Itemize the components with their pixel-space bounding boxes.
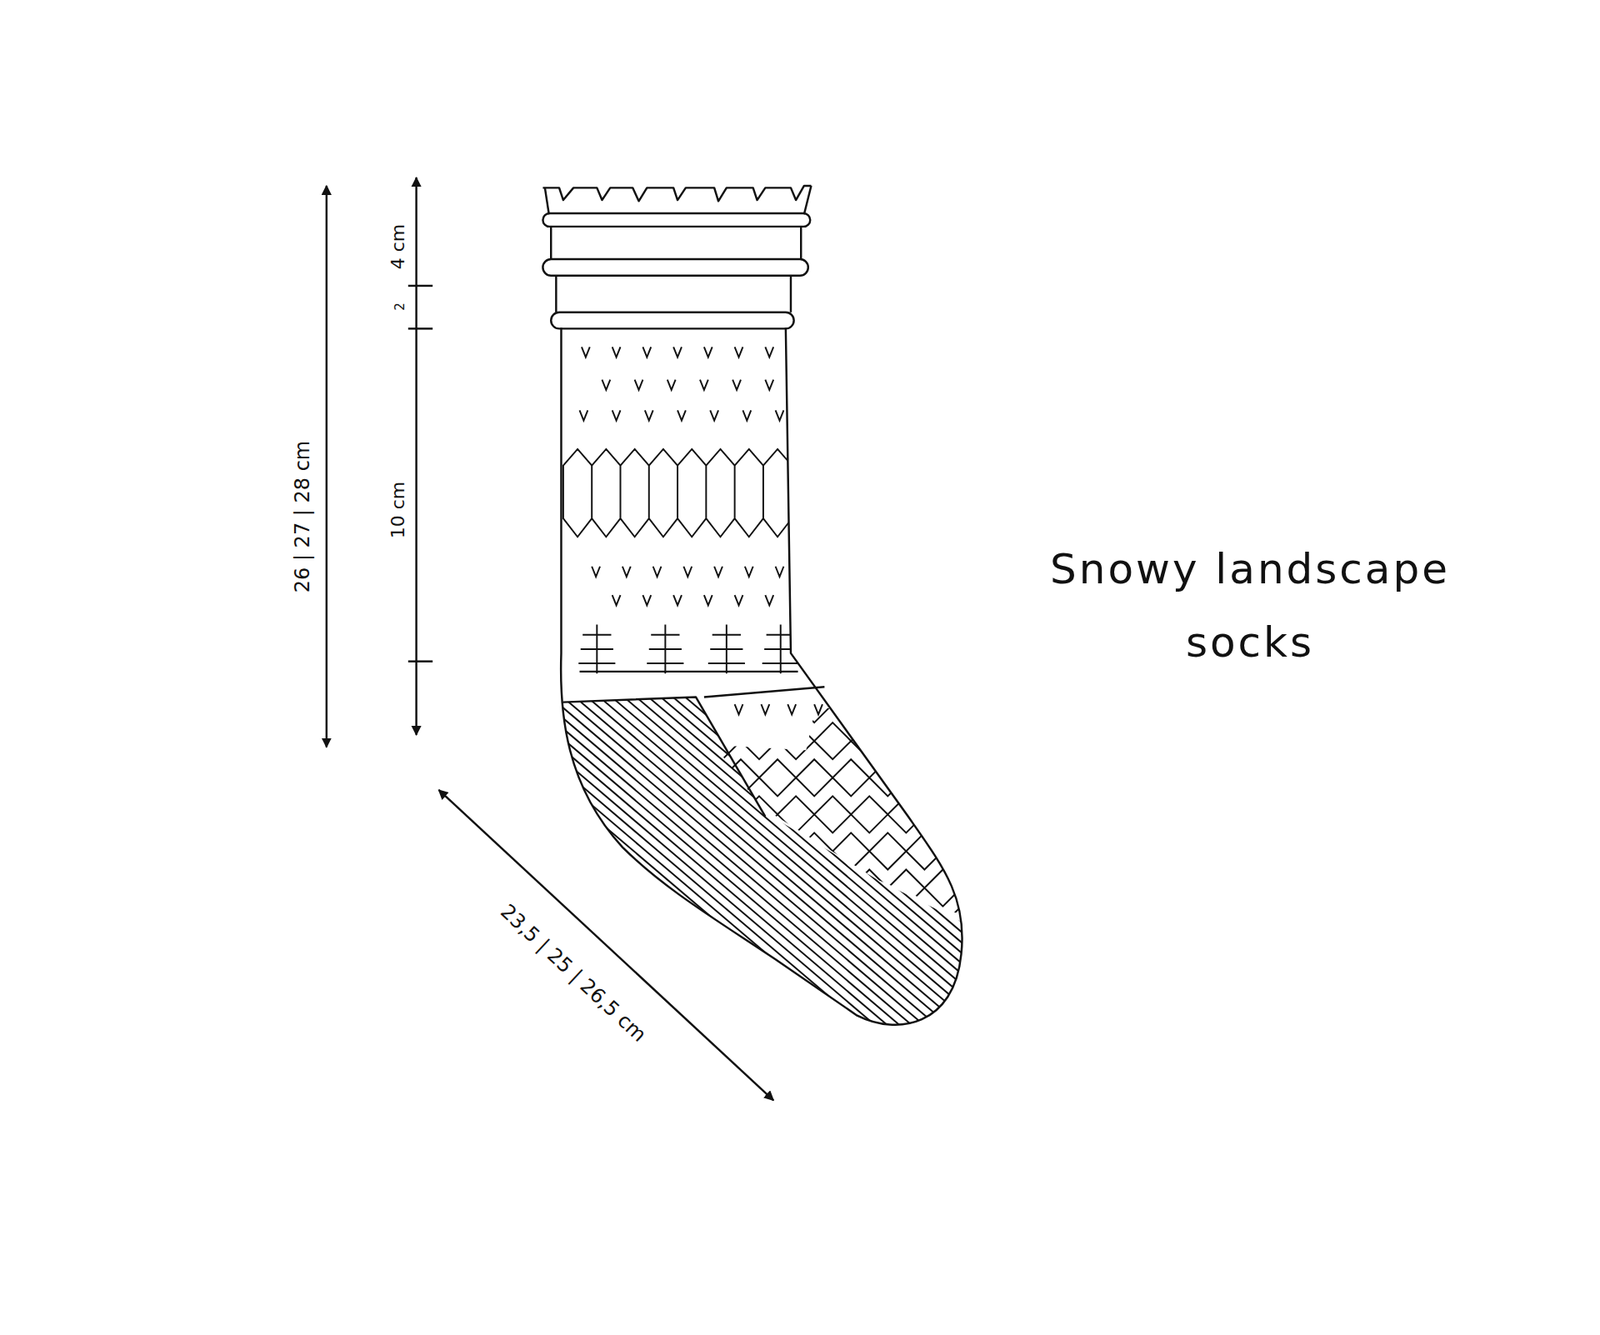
dimension-label: 23,5 | 25 | 26,5 cm: [494, 898, 652, 1048]
knit-marks: [557, 228, 823, 715]
hatch-lines: [142, 694, 1457, 1041]
dimension-label: 4 cm: [388, 221, 409, 273]
diagram-title: Snowy landscape socks: [1016, 533, 1484, 680]
leg-pattern: [557, 228, 823, 715]
diamond-lattice: [685, 685, 1035, 980]
dimension-label: 10 cm: [388, 479, 409, 542]
dimension-arrows: [326, 177, 774, 1100]
dimension-label: 26 | 27 | 28 cm: [291, 438, 314, 596]
sole-hatch: [142, 694, 1457, 1041]
dimension-label: 2: [393, 300, 408, 314]
instep-diamonds: [685, 685, 1035, 980]
sole-area: [142, 685, 1457, 1041]
